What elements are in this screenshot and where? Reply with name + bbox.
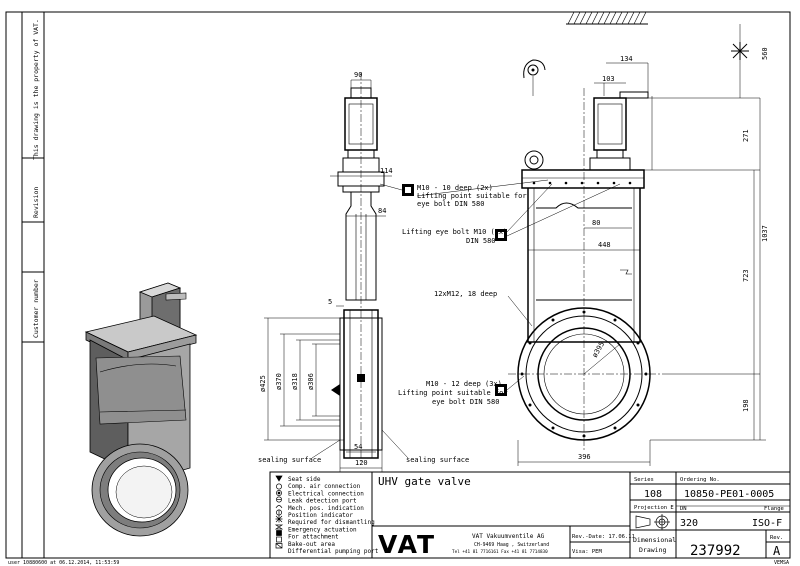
series-value: 108 — [644, 489, 662, 500]
ordering-label: Ordering No. — [680, 477, 720, 483]
note-m12: 12xM12, 18 deep — [434, 290, 497, 298]
dim-448: 448 — [598, 241, 611, 249]
position-indicator-icon — [276, 509, 282, 516]
dismantling-icon — [275, 515, 283, 523]
dim-dia370: ø370 — [275, 373, 283, 390]
dn-value: 320 — [680, 518, 698, 529]
electrical-connection-icon — [276, 490, 282, 496]
dim-114: 114 — [380, 167, 393, 175]
series-label: Series — [634, 477, 654, 483]
mech-position-icon — [275, 505, 283, 509]
legend-item: Differential pumping port — [288, 548, 379, 555]
revision-label: Revision — [32, 187, 40, 218]
note-m10-top-2: Lifting point suitable for — [417, 192, 527, 200]
emergency-actuation-icon — [274, 524, 284, 530]
property-note: This drawing is the property of VAT. — [32, 19, 40, 160]
lifting-point-icon — [402, 184, 414, 196]
attachment-icon — [276, 530, 282, 536]
visa: Visa: PEM — [572, 549, 602, 555]
dim-5: 5 — [328, 298, 332, 306]
note-m10-top-1: M10 - 10 deep (2x) — [417, 184, 493, 192]
dim-dia306: ø306 — [307, 373, 315, 390]
vat-logo: VAT — [378, 530, 436, 559]
dim-dia318: ø318 — [291, 373, 299, 390]
dim-84: 84 — [378, 207, 386, 215]
corner-mark: VEMSA — [774, 560, 789, 566]
dim-1037: 1037 — [761, 225, 769, 242]
legend-item: Seat side — [288, 476, 321, 483]
ground-hatch — [566, 11, 648, 25]
legend-item: Required for dismantling — [288, 519, 375, 526]
legend-item: Electrical connection — [288, 490, 364, 497]
drawing-title: UHV gate valve — [378, 475, 471, 488]
company-phone: Tel +41 81 7716161 Fax +41 81 7714830 — [452, 549, 548, 555]
flange-value: ISO-F — [752, 518, 782, 529]
title-block — [269, 471, 791, 559]
company-name: VAT Vakuumventile AG — [472, 533, 545, 540]
bake-out-icon — [276, 536, 282, 543]
rotation-symbol-icon — [527, 64, 539, 76]
legend-item: Position indicator — [288, 512, 353, 519]
dim-dia395: ø395 — [591, 340, 606, 359]
legend-item: For attachment — [288, 534, 339, 541]
front-view — [508, 24, 766, 466]
dim-396: 396 — [578, 453, 591, 461]
dim-198: 198 — [742, 399, 750, 412]
flange-label: Flange — [764, 506, 784, 512]
note-m10-bot-1: M10 - 12 deep (3x) — [426, 380, 502, 388]
legend-list: Seat side Comp. air connection Electrica… — [288, 476, 379, 555]
legend-item: Mech. pos. indication — [288, 505, 364, 512]
legend-item: Leak detection port — [288, 498, 357, 505]
legend-icons — [274, 475, 284, 549]
dim-120: 120 — [355, 459, 368, 467]
dimensional-label: Dimensional — [633, 536, 676, 544]
note-m10-bot-2: Lifting point suitable for — [398, 389, 508, 397]
legend-item: Bake-out area — [288, 541, 335, 548]
isometric-view — [84, 282, 198, 537]
sealing-surface-left: sealing surface — [258, 456, 321, 464]
air-connection-icon — [276, 483, 282, 490]
legend-item: Comp. air connection — [288, 483, 361, 490]
dim-90: 90 — [354, 71, 362, 79]
seat-side-marker-icon — [331, 384, 340, 396]
rev-date: Rev.-Date: 17.06.11 — [572, 534, 635, 540]
dim-271: 271 — [742, 129, 750, 142]
rev-label: Rev. — [770, 535, 783, 541]
note-eye-bolt-2: DIN 580 — [466, 237, 496, 245]
lifting-point-bottom-icon — [495, 384, 507, 396]
projection-symbol-icon — [635, 514, 670, 530]
legend-item: Emergency actuation — [288, 526, 357, 533]
side-view — [264, 72, 409, 472]
note-m10-top-3: eye bolt DIN 580 — [417, 200, 484, 208]
dim-103: 103 — [602, 75, 615, 83]
projection-label: Projection E — [634, 505, 674, 511]
note-m10-bot-3: eye bolt DIN 580 — [432, 398, 499, 406]
sealing-surface-right: sealing surface — [406, 456, 469, 464]
drawing-number: 237992 — [690, 543, 741, 559]
note-eye-bolt-1: Lifting eye bolt M10 (2x) — [402, 228, 507, 236]
print-footer: user 10880600 at 06.12.2014, 11:53:59 — [8, 560, 119, 566]
dim-80: 80 — [592, 219, 600, 227]
company-address: CH-9469 Haag , Switzerland — [474, 542, 549, 548]
dn-label: DN — [680, 506, 687, 512]
lifting-eye-bolt-icon — [495, 229, 507, 241]
customer-number-label: Customer number — [32, 279, 40, 338]
dim-dia425: ø425 — [259, 375, 267, 392]
drawing-label: Drawing — [639, 546, 666, 554]
dim-723: 723 — [742, 269, 750, 282]
rev-value: A — [773, 544, 781, 558]
dim-134: 134 — [620, 55, 633, 63]
seat-side-icon — [275, 475, 283, 482]
differential-pumping-icon — [275, 543, 283, 549]
dim-54: 54 — [354, 443, 362, 451]
dim-560: 560 — [761, 47, 769, 60]
leak-detection-icon — [276, 496, 282, 503]
ordering-value: 10850-PE01-0005 — [684, 489, 774, 500]
